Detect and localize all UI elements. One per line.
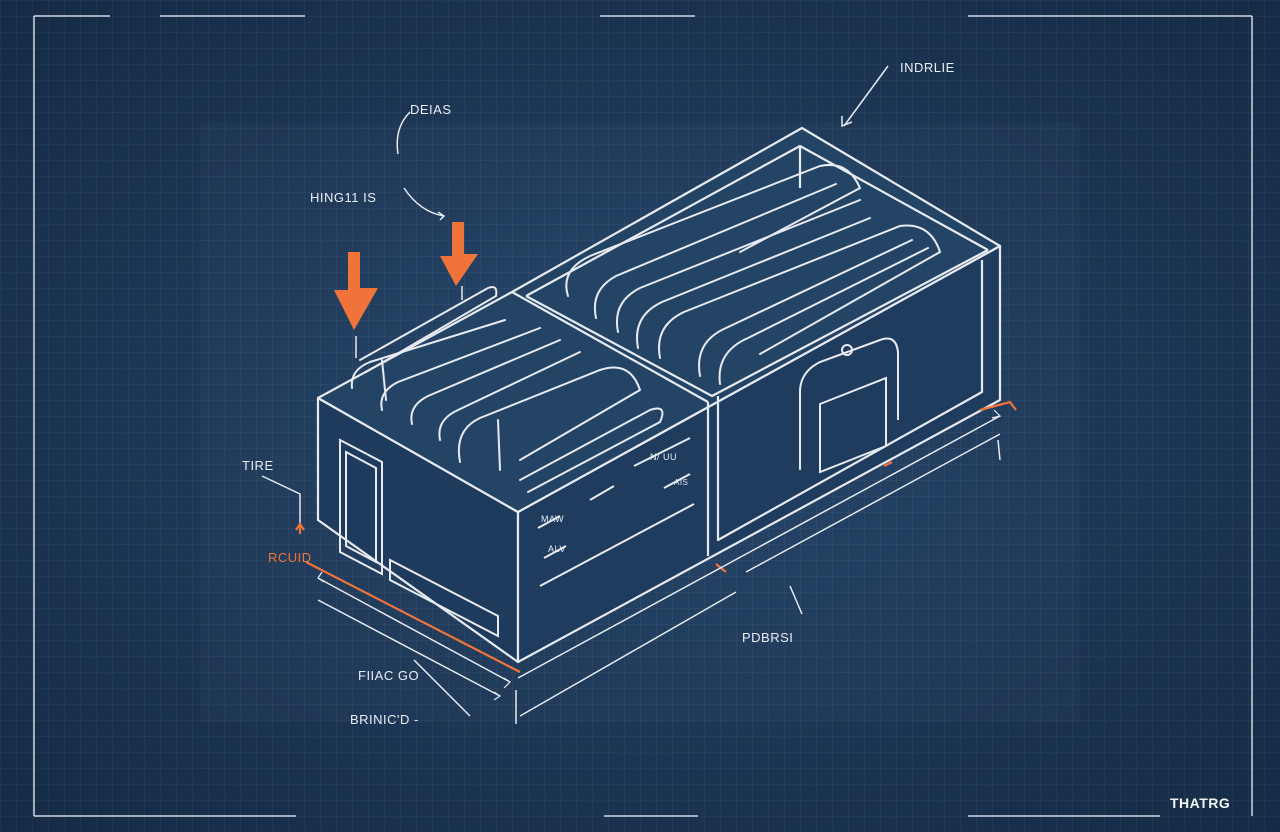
label-indrue: INDRLIE <box>900 60 955 75</box>
orange-arrows <box>334 222 478 330</box>
dimension-ticks <box>317 409 1002 701</box>
callout-lines <box>261 65 889 528</box>
label-fiac: FIIAC GO <box>358 668 420 683</box>
left-slats <box>350 286 664 493</box>
label-tire: TIRE <box>242 458 274 473</box>
panel-mark-3: N/ UU <box>650 452 677 462</box>
box-outline <box>316 126 1002 664</box>
label-pobrsi: PDBRSI <box>742 630 794 645</box>
right-slats <box>565 164 942 385</box>
label-hing: HING11 IS <box>310 190 377 205</box>
label-rcuid: RCUID <box>268 550 312 565</box>
label-brinic: BRINIC'D - <box>350 712 419 727</box>
brand-logo-text: THATRG <box>1170 795 1231 811</box>
panel-mark-4: AIS <box>674 478 689 487</box>
front-panels <box>339 337 899 638</box>
frame-lines <box>33 15 1253 817</box>
panel-mark-2: ALV <box>548 544 566 554</box>
panel-mark-1: MAW <box>541 514 565 524</box>
label-deias: DEIAS <box>410 102 452 117</box>
dimension-lines <box>317 415 1001 724</box>
